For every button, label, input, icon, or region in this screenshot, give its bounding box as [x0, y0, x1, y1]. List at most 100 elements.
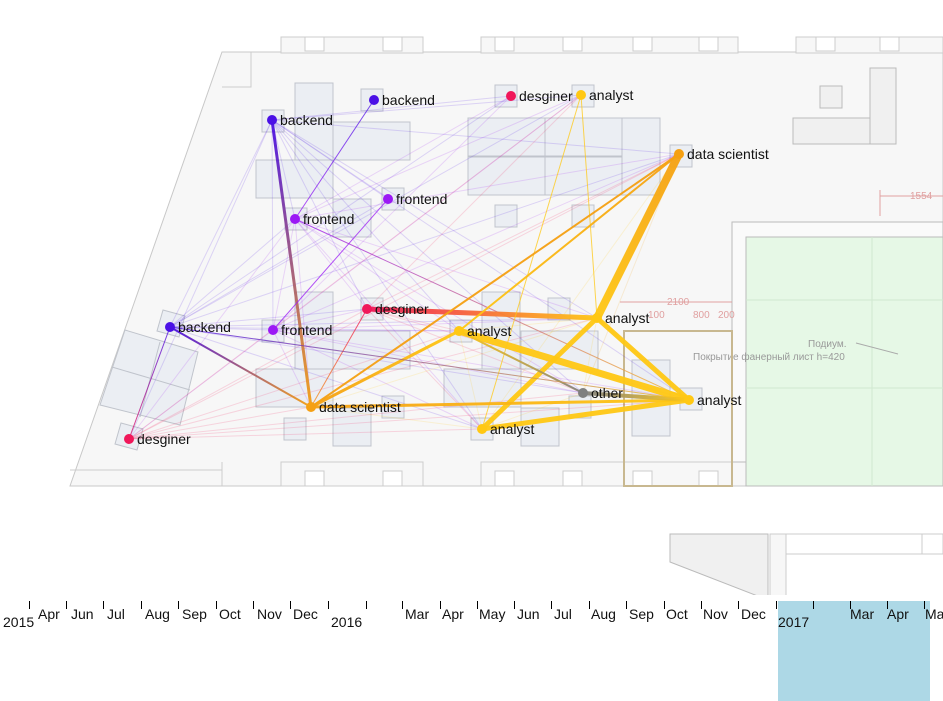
- node-dot[interactable]: [576, 90, 586, 100]
- node-label: analyst: [697, 392, 741, 408]
- timeline-label: Aug: [145, 606, 170, 622]
- node-label: desginer: [375, 301, 429, 317]
- node-dot[interactable]: [124, 434, 134, 444]
- timeline-label: Oct: [666, 606, 688, 622]
- node-dot[interactable]: [369, 95, 379, 105]
- node-de3[interactable]: desginer: [124, 431, 191, 447]
- node-dot[interactable]: [674, 149, 684, 159]
- timeline-label: Nov: [703, 606, 728, 622]
- timeline-label: Jun: [517, 606, 540, 622]
- faint-link: [128, 399, 690, 440]
- node-an1[interactable]: analyst: [576, 87, 633, 103]
- node-ds2[interactable]: data scientist: [306, 399, 401, 415]
- node-de2[interactable]: desginer: [362, 301, 429, 317]
- faint-link: [272, 317, 598, 331]
- faint-link: [271, 94, 582, 121]
- node-fe3[interactable]: frontend: [268, 322, 332, 338]
- node-be1[interactable]: backend: [369, 92, 435, 108]
- node-dot[interactable]: [165, 322, 175, 332]
- faint-link: [294, 218, 584, 394]
- node-ot1[interactable]: other: [578, 385, 623, 401]
- node-dot[interactable]: [477, 424, 487, 434]
- dimension-2100: 2100: [667, 297, 690, 308]
- node-dot[interactable]: [383, 194, 393, 204]
- faint-link: [128, 428, 483, 440]
- node-dot[interactable]: [454, 326, 464, 336]
- node-be3[interactable]: backend: [165, 319, 231, 335]
- faint-link: [272, 153, 680, 331]
- faint-link: [271, 119, 584, 394]
- podium-note-line1: Подиум.: [808, 339, 847, 350]
- node-dot[interactable]: [592, 313, 602, 323]
- faint-link: [169, 326, 460, 332]
- timeline-label: 2015: [3, 614, 35, 630]
- node-label: analyst: [467, 323, 511, 339]
- node-dot[interactable]: [362, 304, 372, 314]
- node-dot[interactable]: [578, 388, 588, 398]
- link-fe1-fe3: [272, 198, 389, 331]
- node-label: analyst: [490, 421, 534, 437]
- node-dot[interactable]: [267, 115, 277, 125]
- timeline-tick: [440, 601, 441, 609]
- timeline-tick: [850, 601, 851, 609]
- timeline-label: Jul: [554, 606, 572, 622]
- faint-link: [272, 308, 368, 331]
- node-fe2[interactable]: frontend: [290, 211, 354, 227]
- faint-link: [169, 94, 582, 328]
- link-be3-an4: [169, 326, 690, 401]
- node-an5[interactable]: analyst: [477, 421, 534, 437]
- faint-link: [271, 119, 460, 332]
- node-dot[interactable]: [268, 325, 278, 335]
- link-an4-ds2: [309, 398, 691, 409]
- timeline-tick: [887, 601, 888, 609]
- faint-link: [481, 392, 584, 430]
- link-an4-an5: [479, 397, 692, 432]
- node-fe1[interactable]: frontend: [383, 191, 447, 207]
- faint-link: [366, 308, 460, 332]
- node-de1[interactable]: desginer: [506, 88, 573, 104]
- node-label: data scientist: [319, 399, 401, 415]
- timeline-label: Mar: [405, 606, 430, 622]
- node-an4[interactable]: analyst: [684, 392, 741, 408]
- timeline-label: Dec: [741, 606, 766, 622]
- timeline-tick: [402, 601, 403, 609]
- node-dot[interactable]: [684, 395, 694, 405]
- link-be2-ds2: [270, 118, 313, 409]
- node-an3[interactable]: analyst: [454, 323, 511, 339]
- timeline-label: Ma: [925, 606, 943, 622]
- node-label: analyst: [605, 310, 649, 326]
- faint-link: [128, 94, 582, 440]
- link-an1-an2: [580, 94, 598, 319]
- node-label: backend: [382, 92, 435, 108]
- node-dot[interactable]: [506, 91, 516, 101]
- link-an4-an2: [594, 315, 692, 403]
- podium-note-line2: Покрытие фанерный лист h=420: [693, 351, 845, 363]
- timeline-tick: [141, 601, 142, 609]
- faint-link: [271, 119, 598, 319]
- node-dot[interactable]: [290, 214, 300, 224]
- timeline-tick: [813, 601, 814, 609]
- timeline-tick: [664, 601, 665, 609]
- node-dot[interactable]: [306, 402, 316, 412]
- faint-link: [271, 95, 512, 121]
- timeline-tick: [366, 601, 367, 609]
- faint-link: [294, 218, 483, 430]
- timeline-label: Sep: [629, 606, 654, 622]
- node-label: analyst: [589, 87, 633, 103]
- link-an2-ds1: [593, 150, 683, 322]
- timeline-label: Aug: [591, 606, 616, 622]
- node-label: backend: [280, 112, 333, 128]
- faint-link: [169, 198, 389, 328]
- timeline-label: Mar: [850, 606, 875, 622]
- node-be2[interactable]: backend: [267, 112, 333, 128]
- network-scene: Подиум. Покрытие фанерный лист h=420 155…: [69, 36, 943, 595]
- timeline-selection-window[interactable]: [778, 601, 930, 701]
- node-ds1[interactable]: data scientist: [674, 146, 769, 162]
- link-de2-ds2: [310, 308, 368, 408]
- faint-link: [169, 326, 483, 430]
- node-an2[interactable]: analyst: [592, 310, 649, 326]
- faint-link: [272, 218, 296, 331]
- faint-link: [366, 94, 582, 310]
- timeline-tick: [776, 601, 777, 609]
- faint-link: [271, 119, 680, 155]
